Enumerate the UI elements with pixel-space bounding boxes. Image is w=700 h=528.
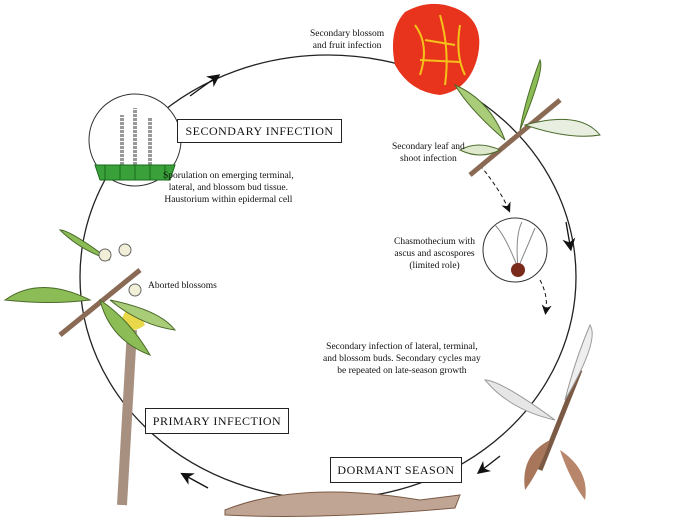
label-chasmothecium: Chasmothecium with ascus and ascospores (l… xyxy=(394,236,475,272)
chasmothecium-illustration xyxy=(482,217,548,283)
apple-illustration xyxy=(392,3,480,95)
label-line: Secondary leaf and xyxy=(392,142,465,152)
label-bud-infection: Secondary infection of lateral, terminal… xyxy=(323,341,481,377)
label-line: Secondary blossom xyxy=(310,29,385,39)
label-line: Haustorium within epidermal cell xyxy=(164,195,293,205)
label-sporulation: Sporulation on emerging terminal, lateral… xyxy=(163,170,294,206)
late-season-shoot-illustration xyxy=(483,323,593,500)
arrow-right xyxy=(562,221,576,252)
label-line: lateral, and blossom bud tissue. xyxy=(168,183,288,193)
label-line: be repeated on late-season growth xyxy=(337,366,467,376)
label-line: (limited role) xyxy=(409,261,460,271)
label-line: and blossom buds. Secondary cycles may xyxy=(323,354,481,364)
primary-infection-box: PRIMARY INFECTION xyxy=(145,408,289,434)
label-line: Chasmothecium with xyxy=(394,237,476,247)
arrow-bottom-right xyxy=(476,455,501,474)
dormant-season-box: DORMANT SEASON xyxy=(330,457,462,483)
label-line: ascus and ascospores xyxy=(394,249,475,259)
label-leaf-infection: Secondary leaf and shoot infection xyxy=(392,141,465,165)
aborted-blossoms-illustration xyxy=(3,229,177,356)
sporulation-illustration xyxy=(88,93,182,187)
label-fruit-infection: Secondary blossom and fruit infection xyxy=(310,28,384,52)
label-line: and fruit infection xyxy=(312,41,382,51)
dashed-arrow-2 xyxy=(539,279,552,315)
dashed-arrow-1 xyxy=(479,164,511,213)
label-line: shoot infection xyxy=(400,154,457,164)
label-line: Secondary infection of lateral, terminal… xyxy=(326,342,478,352)
label-line: Sporulation on emerging terminal, xyxy=(163,171,294,181)
arrow-top xyxy=(189,74,221,97)
arrow-bottom-left xyxy=(180,472,209,489)
secondary-infection-box: SECONDARY INFECTION xyxy=(177,119,342,143)
dormant-branch-illustration xyxy=(224,491,461,517)
label-aborted-blossoms: Aborted blossoms xyxy=(148,281,217,291)
leaf-shoot-illustration xyxy=(453,58,601,177)
